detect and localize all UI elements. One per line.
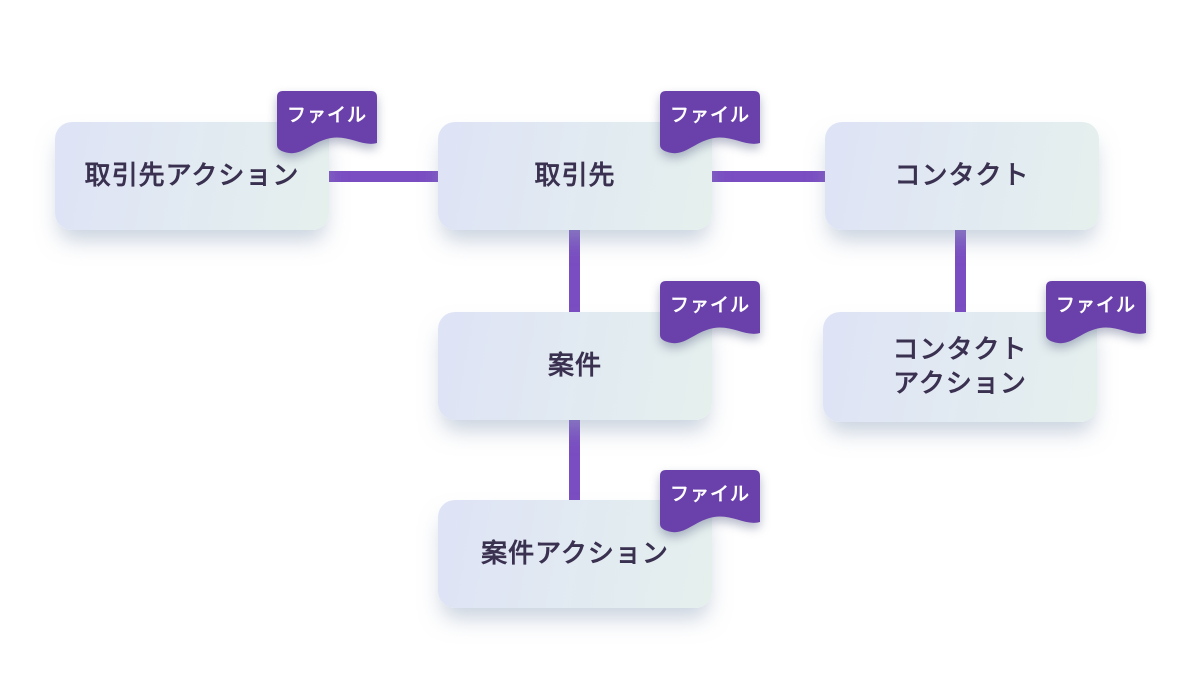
file-flag-contact-action: ファイル <box>1046 281 1146 345</box>
ribbon-flag-icon <box>277 91 377 154</box>
file-flag-label: ファイル <box>669 295 750 316</box>
node-contact: コンタクト <box>825 122 1099 230</box>
ribbon-flag-icon <box>660 281 760 344</box>
edge-account-to-deal <box>569 228 580 316</box>
file-flag-deal: ファイル <box>660 281 760 345</box>
node-deal-action-label: 案件アクション <box>481 538 669 569</box>
file-flag-label: ファイル <box>286 105 367 126</box>
node-account-label: 取引先 <box>534 160 616 191</box>
edge-account-action-to-account <box>328 171 442 182</box>
node-contact-action-label: コンタクト アクション <box>892 334 1028 398</box>
node-deal-label: 案件 <box>547 350 602 381</box>
edge-contact-to-contact-action <box>955 228 966 316</box>
file-flag-account: ファイル <box>660 91 760 155</box>
file-flag-label: ファイル <box>669 484 750 505</box>
ribbon-flag-icon <box>660 470 760 533</box>
ribbon-flag-icon <box>660 91 760 154</box>
ribbon-flag-icon <box>1046 281 1146 344</box>
file-flag-label: ファイル <box>669 105 750 126</box>
edge-account-to-contact <box>710 171 827 182</box>
file-flag-account-action: ファイル <box>277 91 377 155</box>
file-flag-deal-action: ファイル <box>660 470 760 534</box>
file-flag-label: ファイル <box>1055 295 1136 316</box>
node-account-action-label: 取引先アクション <box>84 160 300 191</box>
node-deal: 案件 <box>438 312 712 420</box>
edge-deal-to-deal-action <box>569 418 580 504</box>
node-contact-label: コンタクト <box>894 160 1030 191</box>
